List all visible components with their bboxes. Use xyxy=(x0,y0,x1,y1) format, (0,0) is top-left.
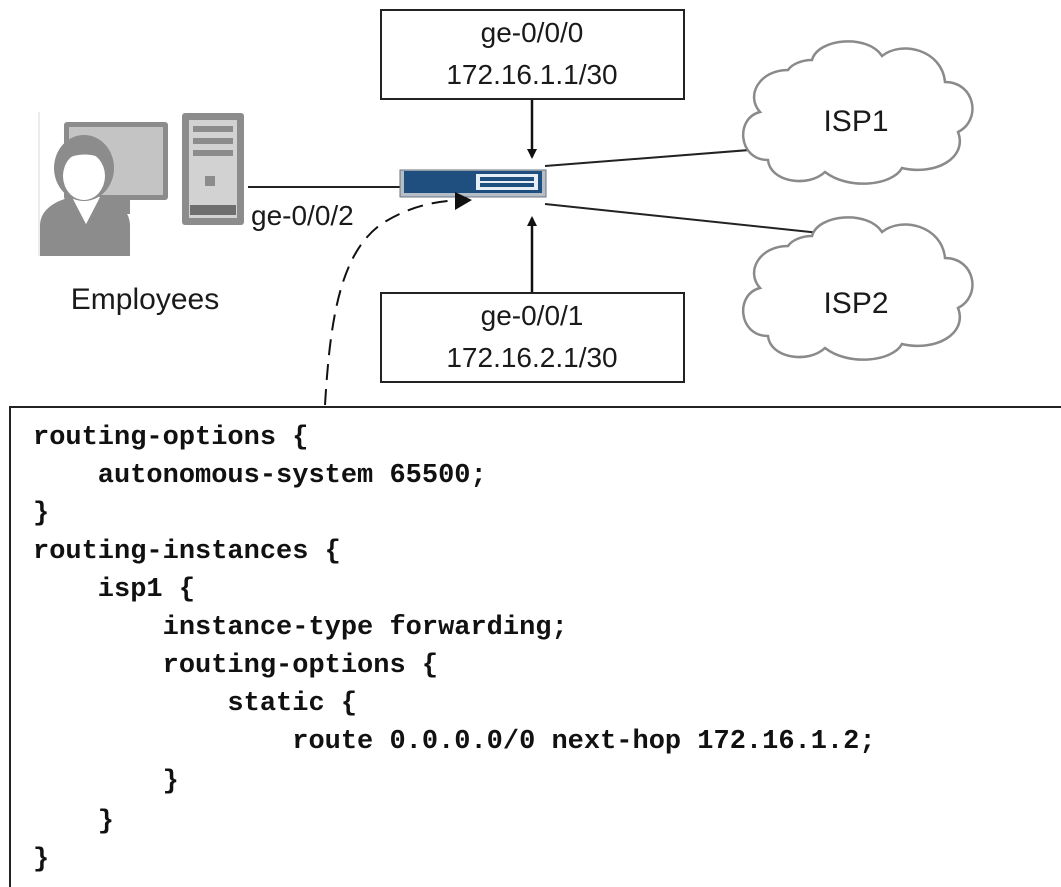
code-line: routing-instances { xyxy=(33,537,341,567)
isp2-cloud-icon: ISP2 xyxy=(742,216,974,361)
config-connector-dashed xyxy=(324,199,469,406)
code-line: routing-options { xyxy=(33,651,439,681)
config-code-block: routing-options { autonomous-system 6550… xyxy=(9,406,1061,887)
config-connector-arrowhead xyxy=(455,192,472,210)
link-router-isp2 xyxy=(544,203,821,234)
interface-box-bottom: ge-0/0/1 172.16.2.1/30 xyxy=(380,292,685,383)
employee-icon xyxy=(38,112,244,256)
code-line: autonomous-system 65500; xyxy=(33,461,487,491)
interface-name-top: ge-0/0/0 xyxy=(481,17,584,48)
interface-box-top: ge-0/0/0 172.16.1.1/30 xyxy=(380,9,685,100)
code-line: route 0.0.0.0/0 next-hop 172.16.1.2; xyxy=(33,727,876,757)
employees-label: Employees xyxy=(71,283,219,316)
code-line: routing-options { xyxy=(33,423,309,453)
code-line: } xyxy=(33,767,179,797)
router-device-icon xyxy=(399,169,547,198)
code-line: } xyxy=(33,845,50,875)
link-router-isp1 xyxy=(544,147,776,167)
code-line: } xyxy=(33,807,115,837)
code-line: } xyxy=(33,499,50,529)
isp2-label: ISP2 xyxy=(823,287,888,320)
link-label: ge-0/0/2 xyxy=(251,200,354,231)
code-line: instance-type forwarding; xyxy=(33,613,568,643)
interface-name-bottom: ge-0/0/1 xyxy=(481,300,584,331)
isp1-label: ISP1 xyxy=(823,105,888,138)
interface-address-top: 172.16.1.1/30 xyxy=(446,59,617,90)
interface-address-bottom: 172.16.2.1/30 xyxy=(446,342,617,373)
code-line: static { xyxy=(33,689,358,719)
code-line: isp1 { xyxy=(33,575,196,605)
isp1-cloud-icon: ISP1 xyxy=(742,40,974,185)
